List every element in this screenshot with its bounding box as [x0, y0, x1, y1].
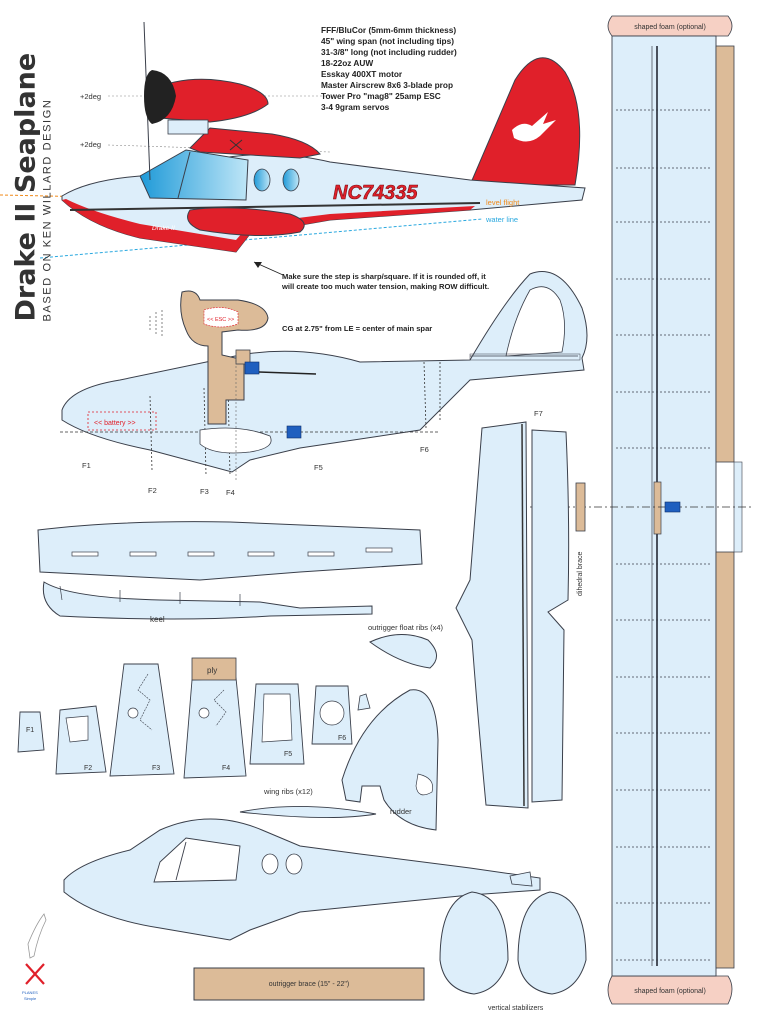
spec-line: Master Airscrew 8x6 3-blade prop — [321, 80, 454, 90]
motor-pylon-part — [180, 290, 269, 425]
specs-list: FFF/BluCor (5mm-6mm thickness) 45" wing … — [321, 25, 457, 113]
outrigger-float-ribs-label: outrigger float ribs (x4) — [368, 623, 444, 632]
side-view-drawing — [0, 21, 586, 259]
ply-label: ply — [207, 666, 217, 675]
former-label-f6: F6 — [420, 445, 429, 454]
wing-plan-view — [530, 15, 752, 1005]
dihedral-brace-label: dihedral brace — [577, 552, 584, 596]
spec-line: Esskay 400XT motor — [321, 69, 403, 79]
part-label-f4: F4 — [222, 765, 230, 772]
fuselage-script-text: Drake II — [152, 225, 175, 232]
water-line-label: water line — [485, 215, 518, 224]
part-label-f2: F2 — [84, 765, 92, 772]
esc-box — [203, 307, 239, 328]
cg-note: CG at 2.75" from LE = center of main spa… — [282, 324, 433, 333]
battery-label: << battery >> — [94, 420, 136, 427]
keel-part — [37, 521, 423, 620]
level-flight-label: level flight — [486, 198, 520, 207]
page-title: Drake II Seaplane — [10, 52, 42, 322]
duck-logo-icon — [512, 112, 556, 142]
internal-fuselage-view — [60, 271, 588, 480]
wing-ribs-label: wing ribs (x12) — [263, 787, 313, 796]
shaped-foam-top-label: shaped foam (optional) — [634, 24, 706, 31]
former-label-f1: F1 — [82, 461, 91, 470]
logo-text-top: PLANES — [22, 990, 38, 995]
spec-line: 31-3/8" long (not including rudder) — [321, 47, 457, 57]
keel-label: keel — [150, 615, 165, 624]
spinner-icon — [144, 70, 176, 124]
spec-line: 45" wing span (not including tips) — [321, 36, 454, 46]
spec-line: Tower Pro "mag8" 25amp ESC — [321, 91, 441, 101]
part-label-f5: F5 — [284, 751, 292, 758]
ply-plate — [191, 657, 237, 681]
water-line — [39, 218, 483, 259]
vertical-stabilizer-left — [439, 891, 509, 995]
former-label-f5: F5 — [314, 463, 323, 472]
title-block: Drake II Seaplane BASED ON KEN WILLARD D… — [11, 22, 54, 322]
logo-text-bottom: Simple — [24, 996, 37, 1001]
elevator-servo-icon — [244, 361, 260, 375]
rudder-part — [341, 689, 439, 831]
angle-label-top: +2deg — [80, 92, 101, 101]
rudder-servo-icon — [286, 425, 302, 439]
outrigger-brace-part — [193, 967, 425, 1001]
former-parts — [17, 657, 371, 779]
outrigger-brace-label: outrigger brace (15" - 22") — [269, 981, 349, 988]
vertical-stabilizers-label: vertical stabilizers — [488, 1005, 544, 1012]
spec-line: 18-22oz AUW — [321, 58, 374, 68]
angle-label-bottom: +2deg — [80, 140, 101, 149]
outrigger-float-rib-part — [369, 634, 437, 669]
former-label-f4: F4 — [226, 488, 235, 497]
shaped-foam-bottom-label: shaped foam (optional) — [634, 988, 706, 995]
step-note: Make sure the step is sharp/square. If i… — [282, 272, 490, 291]
battery-box — [87, 411, 157, 431]
spec-line: FFF/BluCor (5mm-6mm thickness) — [321, 25, 457, 35]
vertical-stabilizer-right — [517, 891, 587, 995]
dihedral-brace-part — [575, 482, 586, 532]
spec-line: 3-4 9gram servos — [321, 102, 390, 112]
part-label-f6: F6 — [338, 735, 346, 742]
wing-rib-part — [239, 806, 377, 818]
former-label-f7: F7 — [534, 409, 543, 418]
page-subtitle: BASED ON KEN WILLARD DESIGN — [41, 98, 54, 322]
former-label-f2: F2 — [148, 486, 157, 495]
stabilizer-parts — [455, 421, 570, 809]
esc-label: << ESC >> — [207, 317, 234, 323]
planes-simple-logo-icon — [25, 913, 47, 985]
rudder-label: rudder — [390, 807, 412, 816]
aileron-servo-icon — [664, 501, 681, 513]
former-label-f3: F3 — [200, 487, 209, 496]
part-label-f3: F3 — [152, 765, 160, 772]
registration-text: NC74335 — [333, 182, 418, 204]
part-label-f1: F1 — [26, 727, 34, 734]
